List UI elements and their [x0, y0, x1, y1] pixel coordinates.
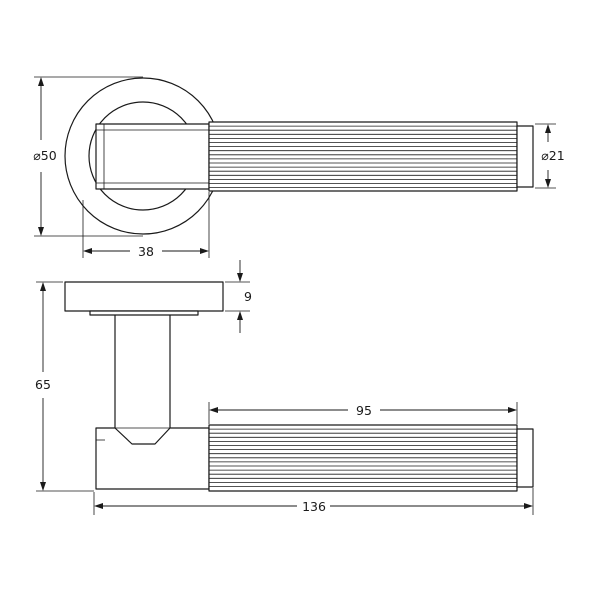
rose-base-step — [89, 310, 199, 316]
grip-knurl-lines-top — [209, 125, 517, 189]
dimension-projection: 65 — [35, 281, 94, 492]
grip-knurl-lines-side — [209, 428, 517, 487]
dimension-rose-thickness: 9 — [225, 260, 252, 333]
side-view — [64, 281, 534, 492]
lever-neck — [95, 123, 210, 190]
dimension-overall-length: 136 — [93, 488, 534, 515]
dimension-rose-diameter: ⌀50 — [33, 76, 143, 237]
dimension-grip-length: 95 — [208, 402, 518, 424]
end-cap-side — [516, 428, 534, 488]
rose-diameter-label: ⌀50 — [33, 148, 56, 163]
projection-label: 65 — [35, 377, 51, 392]
grip-length-label: 95 — [356, 403, 372, 418]
front-view — [64, 77, 534, 235]
rose-to-grip-label: 38 — [138, 244, 154, 259]
end-cap-top — [516, 125, 534, 188]
rose-plate-side — [64, 281, 224, 312]
lever-neck-side — [95, 427, 210, 490]
grip-diameter-label: ⌀21 — [541, 148, 564, 163]
rose-thickness-label: 9 — [244, 289, 252, 304]
knurled-grip-top — [208, 121, 518, 192]
dimension-grip-diameter: ⌀21 — [535, 123, 565, 189]
dimension-rose-to-grip: 38 — [82, 192, 210, 259]
overall-length-label: 136 — [302, 499, 326, 514]
